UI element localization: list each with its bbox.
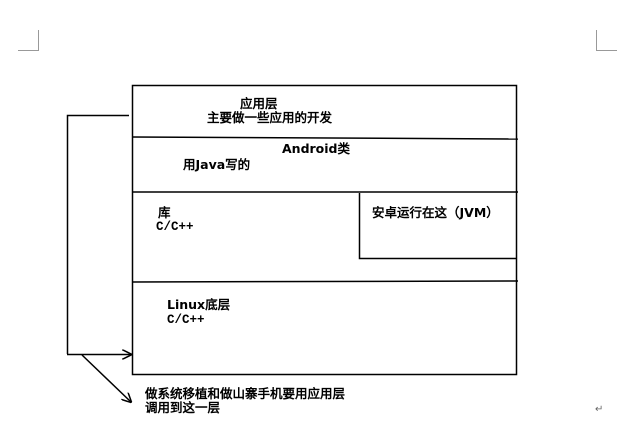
divider-library-linux [131, 280, 519, 283]
arrow-to-note [81, 354, 131, 402]
library-layer-desc: C/C++ [156, 220, 194, 234]
bracket-connector [66, 114, 129, 354]
framework-layer-desc: 用Java写的 [183, 157, 251, 172]
framework-layer-title: Android类 [282, 141, 351, 156]
library-layer-title: 库 [158, 205, 171, 220]
app-layer-title: 应用层 [240, 96, 278, 111]
note-line-2: 调用到这一层 [145, 400, 221, 415]
app-layer-desc: 主要做一些应用的开发 [207, 110, 333, 125]
divider-app-framework [131, 136, 519, 140]
linux-layer-title: Linux底层 [167, 297, 231, 312]
page-corner-marks [18, 30, 617, 51]
paragraph-mark: ↵ [595, 404, 604, 415]
runtime-box-label: 安卓运行在这（JVM） [372, 205, 499, 220]
note-line-1: 做系统移植和做山寨手机要用应用层 [145, 386, 346, 401]
runtime-box-border [358, 193, 516, 260]
layer-stack-box [131, 84, 518, 376]
linux-layer-desc: C/C++ [167, 313, 205, 327]
